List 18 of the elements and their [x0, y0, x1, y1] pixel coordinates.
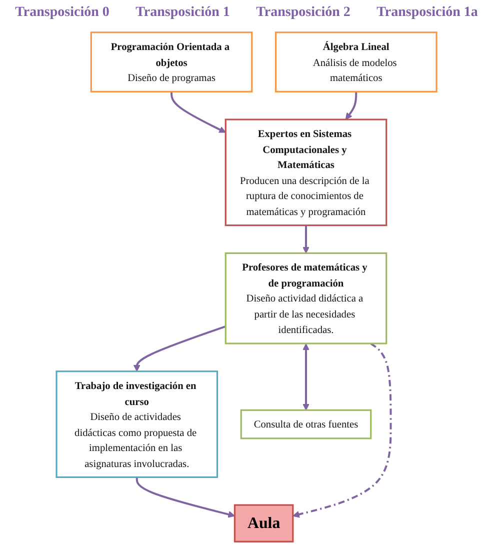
arrow [170, 92, 226, 133]
stage-label: Transposición 1 [136, 5, 230, 21]
arrow [133, 325, 226, 372]
node-box: Consulta de otras fuentes [240, 409, 372, 440]
arrow [292, 342, 392, 518]
node-box: Trabajo de investigación en curso Diseño de actividades didácticas como propuesta de implementación en las asignaturas involucradas. [56, 370, 218, 478]
stage-label: Transposición 0 [15, 5, 110, 21]
node-box: Profesores de matemáticas y de programación Diseño actividad didáctica a partir de las necesidades identificadas. [224, 252, 388, 344]
arrow [136, 477, 236, 518]
arrow [345, 92, 358, 120]
arrow [302, 225, 310, 254]
node-box: Programación Orientada a objetos Diseño de programas [90, 32, 253, 92]
node-box: Aula [234, 504, 294, 542]
node-box: Expertos en Sistemas Computacionales y Matemáticas Producen una descripción de la ruptura de conocimientos de matemáticas y programación [224, 118, 388, 226]
arrow [302, 344, 310, 410]
node-box: Álgebra Lineal Análisis de modelos matemáticos [274, 32, 438, 92]
stage-label: Transposición 2 [256, 5, 350, 21]
stage-label: Transposición 1a [376, 5, 478, 21]
